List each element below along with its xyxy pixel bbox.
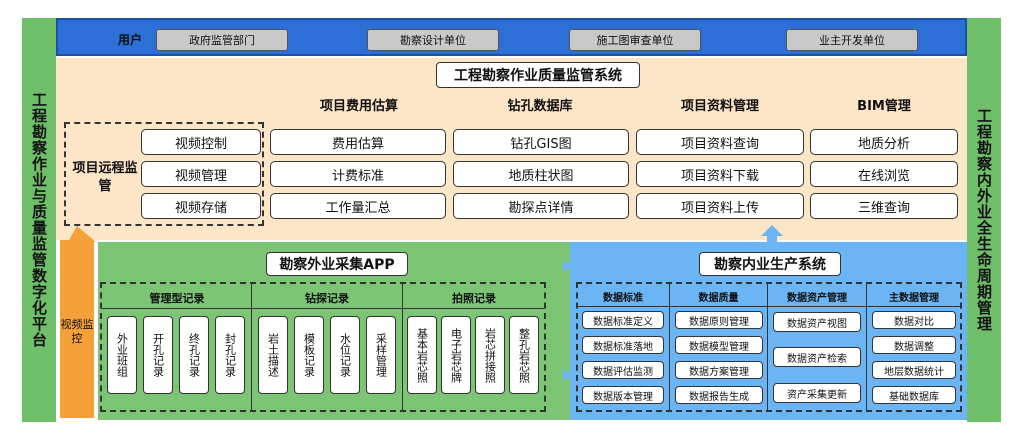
3d-query-button[interactable]: 三维查询 [810, 193, 958, 219]
geologic-column-button[interactable]: 地质柱状图 [453, 161, 629, 187]
data-report-button[interactable]: 数据报告生成 [675, 386, 763, 404]
data-principle-button[interactable]: 数据原则管理 [675, 311, 763, 329]
exploration-point-button[interactable]: 勘探点详情 [453, 193, 629, 219]
office-system-groups [576, 282, 962, 412]
doc-query-button[interactable]: 项目资料查询 [636, 129, 804, 155]
asset-collect-update-button[interactable]: 资产采集更新 [773, 383, 861, 403]
group-title-data-quality: 数据质量 [698, 293, 739, 304]
left-side-label: 工程勘察作业与质量监管数字化平台 [30, 92, 48, 348]
user-bar-label: 用户 [118, 33, 143, 47]
user-review-unit: 施工图审查单位 [569, 29, 701, 51]
video-monitor-arrow [58, 226, 96, 418]
user-bar: 用户 政府监管部门 勘察设计单位 施工图审查单位 业主开发单位 [56, 18, 967, 56]
field-app-title: 勘察外业采集APP [266, 252, 408, 276]
core-splice-photo-item[interactable]: 岩芯拼接照 [475, 316, 505, 394]
group-title-data-asset: 数据资产管理 [787, 293, 847, 304]
divider [251, 284, 252, 410]
video-monitor-label: 视频监控 [60, 318, 94, 345]
video-manage-button[interactable]: 视频管理 [141, 161, 261, 187]
template-record-item[interactable]: 模板记录 [294, 316, 324, 394]
soil-description-item[interactable]: 岩土描述 [258, 316, 288, 394]
open-hole-record-item[interactable]: 开孔记录 [143, 316, 173, 394]
doc-download-button[interactable]: 项目资料下载 [636, 161, 804, 187]
final-hole-record-item[interactable]: 终孔记录 [179, 316, 209, 394]
data-standard-define-button[interactable]: 数据标准定义 [582, 311, 664, 329]
data-asset-search-button[interactable]: 数据资产检索 [773, 347, 861, 367]
doc-upload-button[interactable]: 项目资料上传 [636, 193, 804, 219]
divider [669, 284, 670, 410]
data-standard-apply-button[interactable]: 数据标准落地 [582, 336, 664, 354]
field-team-item[interactable]: 外业班组 [107, 316, 137, 394]
data-adjust-button[interactable]: 数据调整 [872, 336, 956, 354]
geology-analysis-button[interactable]: 地质分析 [810, 129, 958, 155]
group-title-management: 管理型记录 [149, 292, 205, 305]
divider [866, 284, 867, 410]
arrow-right-icon [563, 260, 573, 272]
workload-summary-button[interactable]: 工作量汇总 [270, 193, 446, 219]
divider [402, 284, 403, 410]
supervision-title: 工程勘察作业质量监管系统 [436, 62, 640, 88]
divider [102, 308, 544, 309]
col-title-cost: 项目费用估算 [319, 99, 398, 114]
core-photo-item[interactable]: 基本岩芯照 [407, 316, 437, 394]
pricing-standard-button[interactable]: 计费标准 [270, 161, 446, 187]
data-model-button[interactable]: 数据模型管理 [675, 336, 763, 354]
right-side-label: 工程勘察内外业全生命周期管理 [975, 108, 993, 332]
col-title-documents: 项目资料管理 [680, 99, 759, 114]
full-hole-core-item[interactable]: 整孔岩芯照 [509, 316, 539, 394]
remote-monitor-label: 项目远程监管 [72, 161, 138, 194]
sampling-management-item[interactable]: 采样管理 [366, 316, 396, 394]
group-title-master-data: 主数据管理 [889, 293, 939, 304]
video-storage-button[interactable]: 视频存储 [141, 193, 261, 219]
user-government: 政府监管部门 [156, 29, 288, 51]
arrow-up-icon [761, 225, 783, 244]
core-tag-item[interactable]: 电子岩芯牌 [441, 316, 471, 394]
base-database-button[interactable]: 基础数据库 [872, 386, 956, 404]
video-control-button[interactable]: 视频控制 [141, 129, 261, 155]
cost-estimate-button[interactable]: 费用估算 [270, 129, 446, 155]
online-browse-button[interactable]: 在线浏览 [810, 161, 958, 187]
user-design-unit: 勘察设计单位 [367, 29, 499, 51]
remote-monitor-group: 项目远程监管 [64, 122, 264, 226]
strata-stats-button[interactable]: 地层数据统计 [872, 361, 956, 379]
field-app-groups [100, 282, 546, 412]
col-title-borehole: 钻孔数据库 [507, 99, 573, 114]
divider [767, 284, 768, 410]
data-plan-button[interactable]: 数据方案管理 [675, 361, 763, 379]
seal-hole-record-item[interactable]: 封孔记录 [215, 316, 245, 394]
user-owner-unit: 业主开发单位 [786, 29, 918, 51]
borehole-gis-button[interactable]: 钻孔GIS图 [453, 129, 629, 155]
right-side-banner: 工程勘察内外业全生命周期管理 [967, 18, 1001, 422]
data-version-button[interactable]: 数据版本管理 [582, 386, 664, 404]
left-side-banner: 工程勘察作业与质量监管数字化平台 [22, 18, 56, 422]
group-title-photo: 拍照记录 [452, 292, 496, 305]
divider [578, 306, 960, 307]
data-compare-button[interactable]: 数据对比 [872, 311, 956, 329]
group-title-drilling: 钻探记录 [305, 292, 349, 305]
data-asset-view-button[interactable]: 数据资产视图 [773, 312, 861, 332]
col-title-bim: BIM管理 [857, 99, 911, 114]
data-evaluation-button[interactable]: 数据评估监测 [582, 361, 664, 379]
office-system-title: 勘察内业生产系统 [699, 252, 841, 276]
arrow-right-icon [563, 369, 573, 381]
group-title-data-standard: 数据标准 [603, 293, 643, 304]
water-level-record-item[interactable]: 水位记录 [330, 316, 360, 394]
